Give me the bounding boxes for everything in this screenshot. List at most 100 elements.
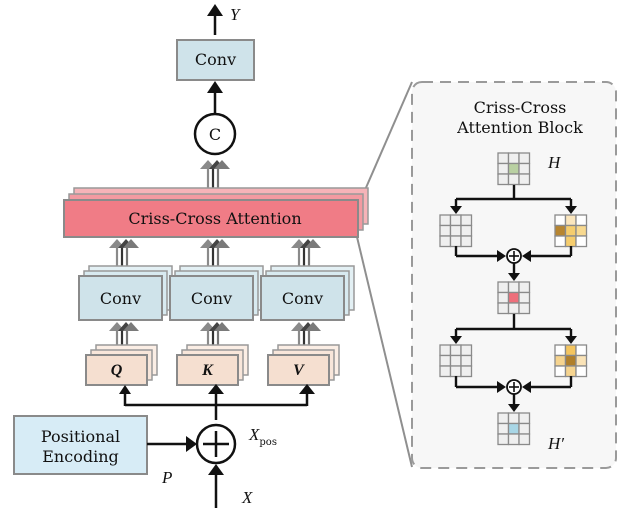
zoom-connector-top: [364, 81, 413, 191]
grid-cell: [449, 214, 462, 227]
sum-node: [195, 423, 237, 465]
grid-cell: [449, 365, 462, 378]
grid-cell: [439, 344, 452, 357]
conv-layer-front: [260, 275, 345, 321]
grid-cell: [507, 162, 520, 175]
grid-cell: [497, 302, 510, 315]
arrow-head-icon: [508, 273, 520, 281]
grid-cell: [449, 235, 462, 248]
cca-stack: Criss-Cross Attention: [63, 187, 369, 238]
grid-cell: [497, 173, 510, 186]
qkv-bus: [119, 384, 315, 420]
qkv-layer-front: [85, 354, 148, 386]
arrow-head-icon: [123, 322, 139, 331]
grid-cell: [497, 422, 510, 435]
arrow-head-icon: [208, 384, 224, 394]
output-y-label: Y: [230, 5, 241, 24]
arrow-head-icon: [214, 239, 230, 248]
grid-cell: [575, 235, 588, 248]
arrow-head-icon: [565, 336, 577, 344]
grid-cell: [518, 422, 531, 435]
cca-label: Criss-Cross Attention: [128, 209, 301, 228]
output-conv-box: [176, 39, 255, 81]
output-arrow: [207, 4, 223, 35]
branch-conv-label: Conv: [100, 289, 141, 308]
arrow-head-icon: [305, 322, 321, 331]
qkv-label: Q: [111, 362, 123, 379]
grid-cell: [439, 365, 452, 378]
grid-cell: [575, 365, 588, 378]
grid-cell: [507, 412, 520, 425]
feature-map-mid: [497, 281, 531, 315]
pe-to-sum-arrow: [147, 436, 197, 452]
h-prime-label: H′: [547, 434, 564, 453]
positional-encoding-line1: Positional: [41, 427, 120, 446]
concat-node: [193, 112, 237, 156]
grid-cell: [518, 162, 531, 175]
grid-cell: [575, 354, 588, 367]
grid-cell: [518, 433, 531, 446]
grid-cell: [518, 173, 531, 186]
grid-cell: [554, 214, 567, 227]
block-arrows: [450, 185, 577, 412]
feature-map-h: [497, 152, 531, 186]
grid-cell: [507, 433, 520, 446]
arrow-head-icon: [522, 381, 531, 393]
arrow-head-icon: [305, 239, 321, 248]
block-title-line1: Criss-Cross: [474, 98, 567, 117]
block-sum-2: [506, 379, 522, 395]
grid-cell: [460, 214, 473, 227]
concat-label: C: [209, 125, 221, 144]
arrow-head-icon: [208, 464, 224, 475]
grid-cell: [564, 235, 577, 248]
arrow-head-icon: [207, 81, 223, 93]
grid-cell: [497, 291, 510, 304]
input-x-label: X: [241, 488, 253, 507]
arrow-head-icon: [123, 239, 139, 248]
grid-cell: [507, 152, 520, 165]
arrow-head-icon: [565, 206, 577, 214]
xpos-label: Xpos: [248, 425, 277, 448]
concat-to-conv-arrow: [207, 81, 223, 113]
grid-cell: [518, 302, 531, 315]
arrow-head-icon: [186, 436, 197, 452]
grid-cell: [460, 235, 473, 248]
positional-encoding-line2: Encoding: [42, 447, 118, 466]
qkv-label: K: [201, 362, 214, 379]
grid-cell: [439, 214, 452, 227]
arrow-head-icon: [214, 322, 230, 331]
grid-cell: [554, 365, 567, 378]
grid-cell: [460, 365, 473, 378]
grid-cell: [507, 281, 520, 294]
feature-map-h-prime: [497, 412, 531, 446]
grid-cell: [554, 224, 567, 237]
grid-cell: [507, 291, 520, 304]
grid-cell: [564, 214, 577, 227]
arrow-head-icon: [207, 4, 223, 16]
grid-cell: [554, 354, 567, 367]
branch-conv-label: Conv: [191, 289, 232, 308]
conv-layer-front: [78, 275, 163, 321]
arrow-head-icon: [214, 160, 230, 169]
arrow-head-icon: [497, 381, 506, 393]
attention-map-2: [554, 344, 588, 378]
output-conv-label: Conv: [195, 50, 236, 69]
qkv-layer-front: [176, 354, 239, 386]
qkv-layer-front: [267, 354, 330, 386]
arrow-head-icon: [450, 206, 462, 214]
cca-block-panel: Criss-Cross Attention Block H H′: [411, 81, 617, 469]
branch-conv-label: Conv: [282, 289, 323, 308]
cca-layer-front: [63, 199, 359, 238]
grid-cell: [449, 354, 462, 367]
grid-cell: [507, 422, 520, 435]
feature-grids: [439, 152, 588, 446]
grid-cell: [564, 224, 577, 237]
grid-cell: [497, 412, 510, 425]
grid-cell: [575, 224, 588, 237]
grid-cell: [518, 281, 531, 294]
grid-cell: [518, 412, 531, 425]
grid-cell: [439, 354, 452, 367]
qkv-label: V: [293, 362, 305, 379]
